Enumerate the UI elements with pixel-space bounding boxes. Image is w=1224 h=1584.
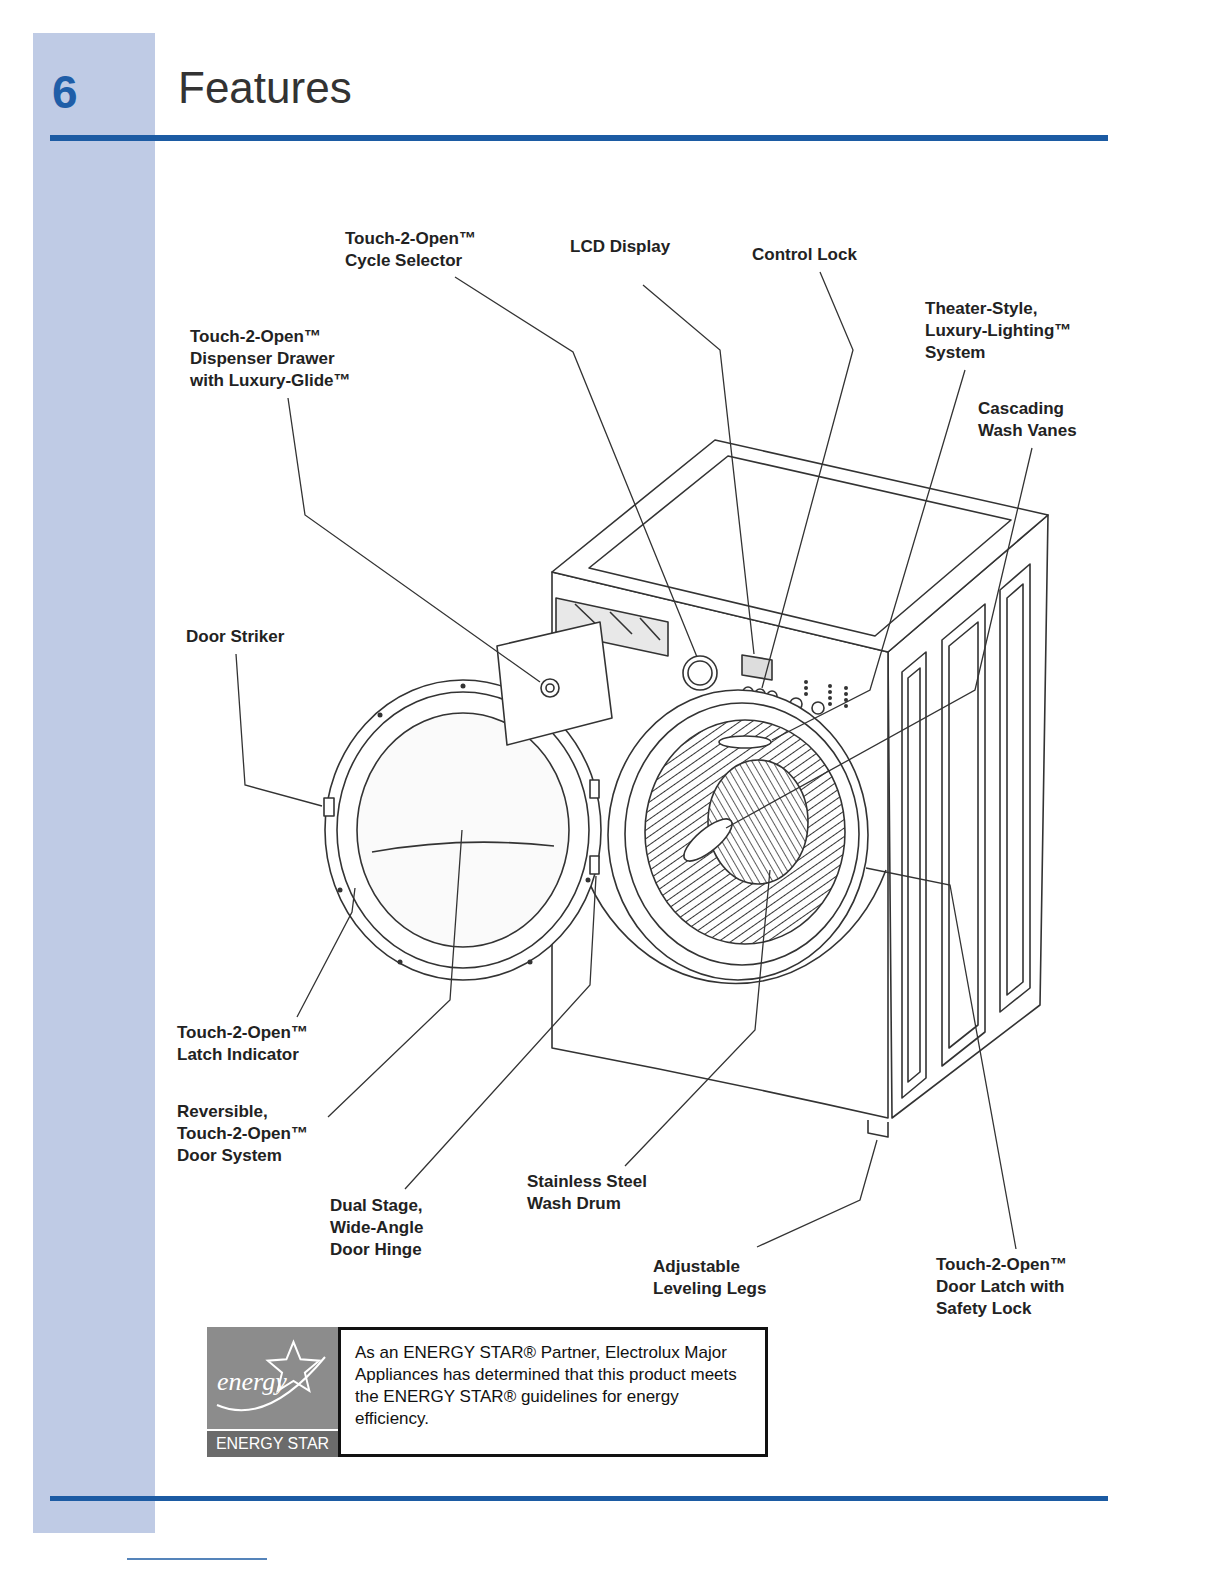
side-panel xyxy=(1000,564,1030,1012)
leader-line xyxy=(455,277,697,657)
side-panel-inset xyxy=(1007,584,1023,995)
door-hinge xyxy=(590,780,599,798)
side-panel-inset xyxy=(908,668,920,1082)
button xyxy=(812,702,824,714)
drawer-button xyxy=(541,679,559,697)
door-gasket xyxy=(625,703,859,965)
page-number: 6 xyxy=(52,66,78,118)
wash-vane xyxy=(678,812,738,867)
callout-label: LCD Display xyxy=(570,236,670,258)
leveling-leg xyxy=(868,1120,888,1137)
leader-line xyxy=(643,285,754,654)
callout-label: Adjustable Leveling Legs xyxy=(653,1256,783,1300)
callout-label: Theater-Style, Luxury-Lighting™ System xyxy=(925,298,1085,364)
door-striker xyxy=(324,798,334,816)
logo-swoosh xyxy=(217,1357,325,1410)
title-rule xyxy=(50,135,1108,141)
callout-label: Door Striker xyxy=(186,626,284,648)
door-glass xyxy=(357,713,569,947)
drawer-button-inner xyxy=(546,684,554,692)
leader-line xyxy=(288,398,540,682)
leader-line xyxy=(772,370,965,740)
callout-label: Stainless Steel Wash Drum xyxy=(527,1171,667,1215)
side-panel-inset xyxy=(949,622,978,1048)
leader-lines xyxy=(236,272,1032,1249)
cycle-dial-inner xyxy=(688,661,712,685)
note-box: As an ENERGY STAR® Partner, Electrolux M… xyxy=(338,1327,768,1457)
leader-line xyxy=(236,654,322,806)
indicator-dots xyxy=(804,680,848,708)
callout-label: Touch-2-Open™ Dispenser Drawer with Luxu… xyxy=(190,326,360,392)
door-hinge xyxy=(590,856,599,874)
washer-drawing xyxy=(324,440,1048,1137)
leader-line xyxy=(757,1140,877,1247)
leader-line xyxy=(866,868,1016,1249)
callout-label: Touch-2-Open™ Door Latch with Safety Loc… xyxy=(936,1254,1086,1320)
logo-script: energy xyxy=(217,1367,287,1397)
callout-label: Cascading Wash Vanes xyxy=(978,398,1093,442)
sidebar xyxy=(33,33,155,1533)
leader-line xyxy=(625,870,770,1166)
page-title: Features xyxy=(178,62,352,114)
drum-light xyxy=(719,736,771,748)
leader-line xyxy=(405,876,596,1189)
logo-wordmark: ENERGY STAR xyxy=(207,1429,338,1457)
cycle-dial xyxy=(683,656,717,690)
callout-label: Reversible, Touch-2-Open™ Door System xyxy=(177,1101,315,1167)
leader-line xyxy=(328,830,462,1117)
drum-rim xyxy=(608,690,868,980)
energy-star-logo: energyENERGY STAR xyxy=(207,1327,338,1457)
note-text: As an ENERGY STAR® Partner, Electrolux M… xyxy=(355,1342,751,1430)
glass-curve xyxy=(372,842,554,852)
callout-label: Control Lock xyxy=(752,244,857,266)
callout-label: Dual Stage, Wide-Angle Door Hinge xyxy=(330,1195,440,1261)
leader-line xyxy=(726,448,1032,828)
wash-drum xyxy=(645,720,845,944)
link-underline xyxy=(127,1558,267,1560)
leader-line xyxy=(762,272,853,688)
callout-label: Touch-2-Open™ Cycle Selector xyxy=(345,228,495,272)
drawer-front xyxy=(497,622,612,745)
footer-rule xyxy=(50,1496,1108,1501)
callout-label: Touch-2-Open™ Latch Indicator xyxy=(177,1022,322,1066)
leader-line xyxy=(297,888,355,1017)
